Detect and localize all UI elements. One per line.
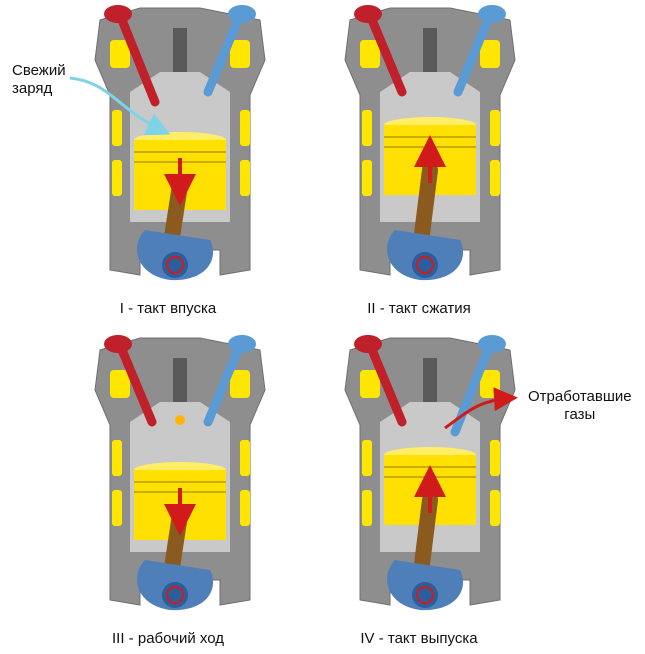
cooling-channel [362, 440, 372, 476]
cooling-channel [490, 490, 500, 526]
cooling-channel [112, 490, 122, 526]
exhaust-valve-spring [228, 335, 256, 353]
spark-plug [423, 358, 437, 402]
exhaust-gases-line2: газы [528, 406, 632, 424]
caption-exhaust-stroke: IV - такт выпуска [299, 630, 539, 647]
cooling-channel [240, 440, 250, 476]
cooling-channel [230, 40, 250, 68]
cooling-channel [362, 110, 372, 146]
caption-power-stroke: III - рабочий ход [48, 630, 288, 647]
intake-valve-spring [104, 5, 132, 23]
cooling-channel [490, 110, 500, 146]
panel-exhaust-stroke [345, 335, 515, 610]
caption-intake-stroke: I - такт впуска [48, 300, 288, 317]
cooling-channel [360, 370, 380, 398]
exhaust-gases-label: Отработавшие газы [528, 388, 632, 424]
spark-plug [173, 358, 187, 402]
intake-valve-spring [354, 335, 382, 353]
spark-plug [423, 28, 437, 72]
cooling-channel [362, 490, 372, 526]
intake-valve-spring [104, 335, 132, 353]
caption-compression-stroke: II - такт сжатия [299, 300, 539, 317]
crankshaft-journal [412, 582, 438, 608]
cooling-channel [112, 440, 122, 476]
spark-plug [173, 28, 187, 72]
cooling-channel [110, 370, 130, 398]
exhaust-valve-spring [478, 5, 506, 23]
cooling-channel [490, 160, 500, 196]
cooling-channel [112, 160, 122, 196]
intake-valve-spring [354, 5, 382, 23]
cooling-channel [490, 440, 500, 476]
crankshaft-journal [162, 582, 188, 608]
fresh-charge-label: Свежий заряд [12, 62, 66, 98]
panel-intake-stroke [95, 5, 265, 280]
exhaust-valve-spring [478, 335, 506, 353]
crankshaft-journal [162, 252, 188, 278]
panel-compression-stroke [345, 5, 515, 280]
panel-power-stroke [95, 335, 265, 610]
exhaust-gases-line1: Отработавшие [528, 388, 632, 406]
exhaust-valve-spring [228, 5, 256, 23]
fresh-charge-line2: заряд [12, 80, 66, 98]
spark [175, 415, 185, 425]
cooling-channel [362, 160, 372, 196]
cooling-channel [240, 160, 250, 196]
cooling-channel [480, 40, 500, 68]
cooling-channel [240, 110, 250, 146]
cooling-channel [240, 490, 250, 526]
cooling-channel [112, 110, 122, 146]
cooling-channel [230, 370, 250, 398]
fresh-charge-line1: Свежий [12, 62, 66, 80]
crankshaft-journal [412, 252, 438, 278]
cooling-channel [360, 40, 380, 68]
